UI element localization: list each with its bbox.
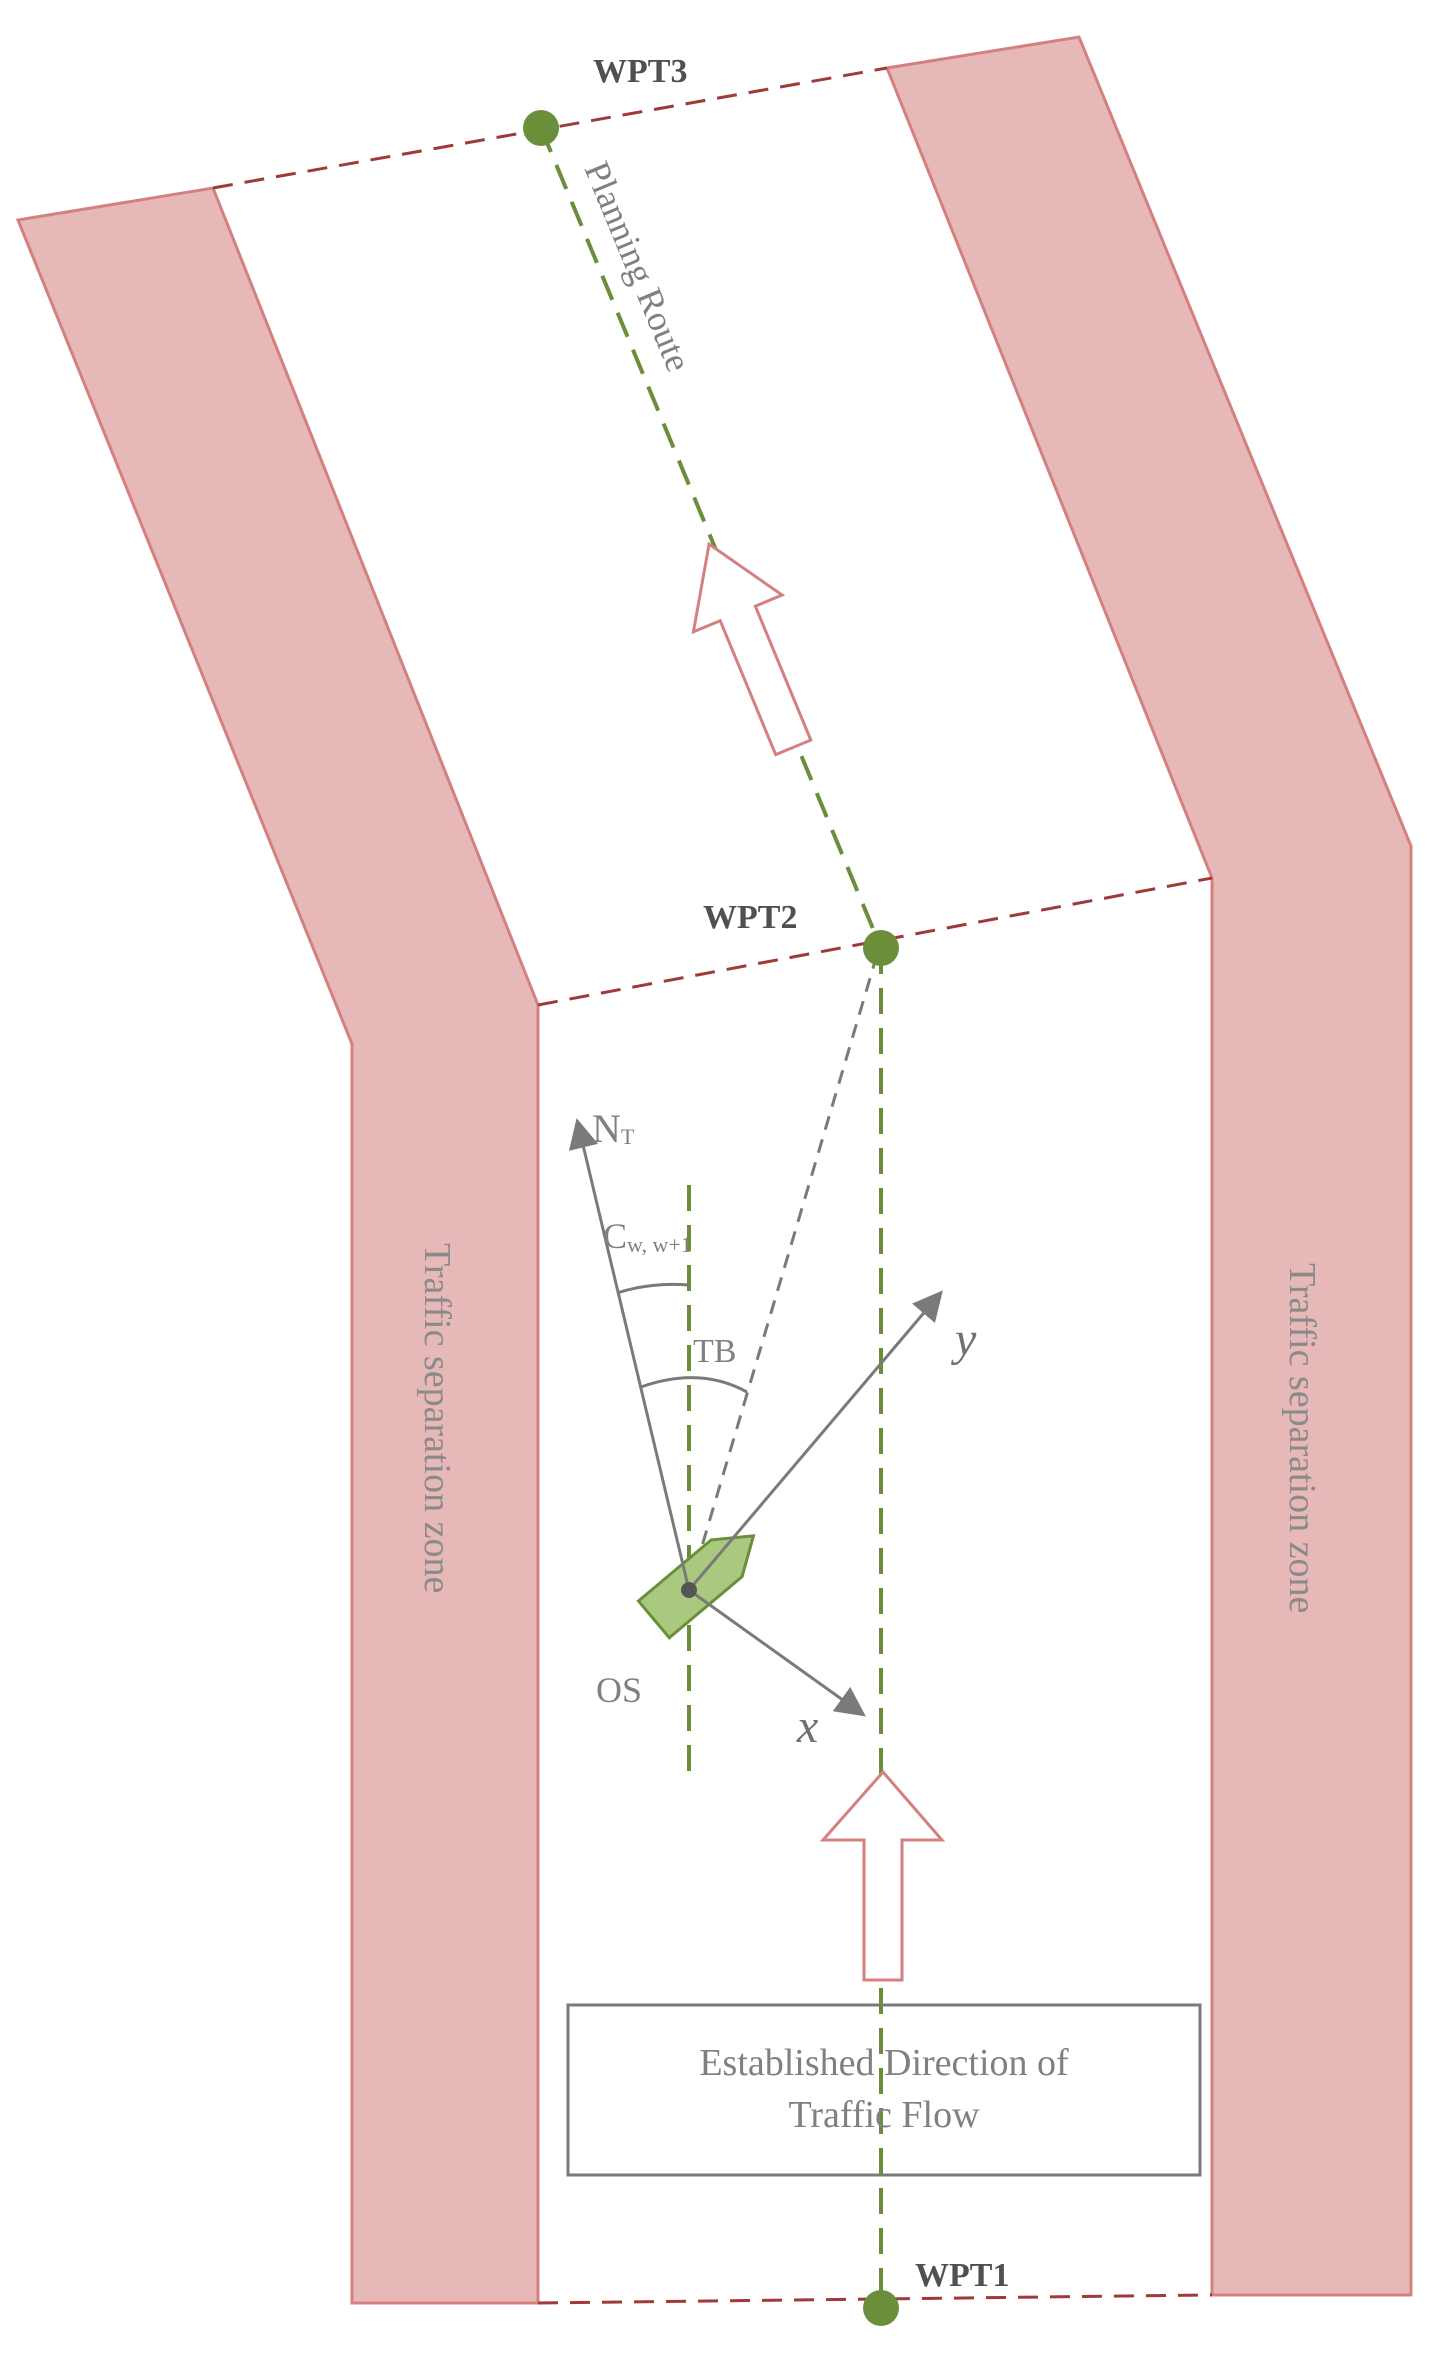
left-separation-zone xyxy=(15,186,540,2305)
north-main: N xyxy=(592,1106,621,1151)
bearing-line xyxy=(687,957,878,1591)
north-sub: T xyxy=(621,1124,635,1149)
course-angle-arc xyxy=(616,1282,690,1295)
own-ship-label: OS xyxy=(596,1670,642,1710)
wpt2-label: WPT2 xyxy=(703,899,797,936)
left-zone-label: Traffic separation zone xyxy=(416,1243,458,1593)
north-label: NT xyxy=(592,1106,635,1151)
planning-route-label: Planning Route xyxy=(577,156,699,377)
course-sub: w, w+1 xyxy=(627,1232,692,1257)
flow-box-line2: Traffic Flow xyxy=(788,2094,980,2136)
north-vector xyxy=(568,1118,691,1591)
wpt1-label: WPT1 xyxy=(915,2257,1009,2294)
y-axis-vector xyxy=(687,1290,943,1591)
course-main: C xyxy=(603,1216,627,1256)
lower-flow-arrow xyxy=(819,1769,946,1982)
y-axis-label: y xyxy=(950,1313,977,1366)
true-bearing-arc xyxy=(640,1376,748,1394)
x-axis-vector xyxy=(688,1588,866,1717)
upper-flow-arrow xyxy=(691,541,813,757)
flow-direction-box xyxy=(566,2003,1202,2177)
ship-center xyxy=(681,1582,697,1598)
wpt2-dot xyxy=(863,930,899,966)
true-bearing-label: TB xyxy=(693,1333,736,1370)
flow-box-line1: Established Direction of xyxy=(699,2042,1069,2084)
right-separation-zone xyxy=(884,35,1413,2297)
right-zone-label: Traffic separation zone xyxy=(1281,1263,1323,1613)
x-axis-label: x xyxy=(796,1700,818,1753)
wpt1-dot xyxy=(863,2290,899,2326)
wpt3-label: WPT3 xyxy=(593,53,687,90)
planning-route-line xyxy=(539,127,883,2308)
wpt3-dot xyxy=(523,110,559,146)
course-angle-label: Cw, w+1 xyxy=(603,1216,692,1257)
